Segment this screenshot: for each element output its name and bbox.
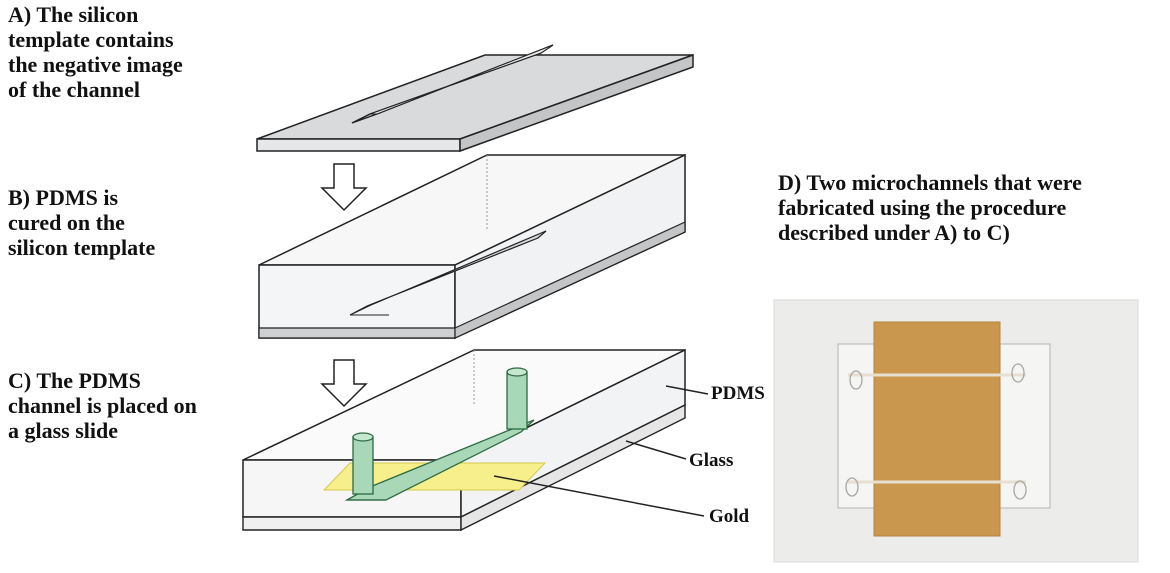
gold-leader-line — [493, 475, 705, 517]
photo-port — [1013, 480, 1027, 500]
outlet-port — [506, 371, 528, 430]
glass-slide-side — [460, 403, 686, 532]
step-d-caption: D) Two microchannels that were fabricate… — [778, 170, 1082, 245]
step-b-line: cured on the — [8, 210, 125, 235]
glass-label: Glass — [689, 450, 734, 471]
step-a-line: A) The silicon — [8, 2, 139, 27]
gold-label: Gold — [709, 506, 750, 527]
silicon-base-side — [454, 221, 686, 339]
step-b-line: silicon template — [8, 235, 156, 260]
silicon-template — [256, 44, 694, 153]
step-b-line: B) PDMS is — [8, 185, 118, 210]
pdms-label: PDMS — [711, 383, 765, 404]
silicon-template-top — [256, 54, 694, 140]
pdms-cured-block — [258, 153, 686, 340]
glass-leader-line — [625, 440, 687, 460]
step-d-line: fabricated using the procedure — [778, 195, 1067, 220]
step-a-line: template contains — [8, 27, 174, 52]
microchannel-photo — [773, 299, 1139, 563]
step-a-line: the negative image — [8, 52, 183, 77]
step-a-line: of the channel — [8, 77, 140, 102]
step-a-caption: A) The silicon template contains the neg… — [8, 2, 183, 102]
step-d-line: D) Two microchannels that were — [778, 170, 1082, 195]
step-c-caption: C) The PDMS channel is placed on a glass… — [8, 368, 197, 443]
step-c-line: channel is placed on — [8, 393, 197, 418]
arrow-down-2 — [320, 359, 368, 408]
channel-ridge-top — [369, 44, 554, 115]
step-d-line: described under A) to C) — [778, 220, 1010, 245]
photo-port — [845, 477, 859, 497]
arrow-down-1 — [320, 163, 368, 212]
inlet-port — [352, 436, 374, 495]
pdms-block-front — [258, 264, 456, 339]
pdms-leader-line — [665, 385, 709, 395]
step-c-line: C) The PDMS — [8, 368, 141, 393]
silicon-base-front — [258, 327, 456, 339]
step-c-line: a glass slide — [8, 418, 119, 443]
photo-gold-film — [874, 322, 1000, 536]
photo-port — [1011, 363, 1025, 383]
silicon-template-front-edge — [256, 138, 461, 152]
glass-slide-front — [242, 516, 462, 531]
step-b-caption: B) PDMS is cured on the silicon template — [8, 185, 155, 260]
silicon-template-side-edge — [459, 53, 694, 153]
pdms-on-glass — [242, 348, 686, 532]
embedded-channel-ridge — [349, 230, 547, 316]
photo-port — [849, 370, 863, 390]
